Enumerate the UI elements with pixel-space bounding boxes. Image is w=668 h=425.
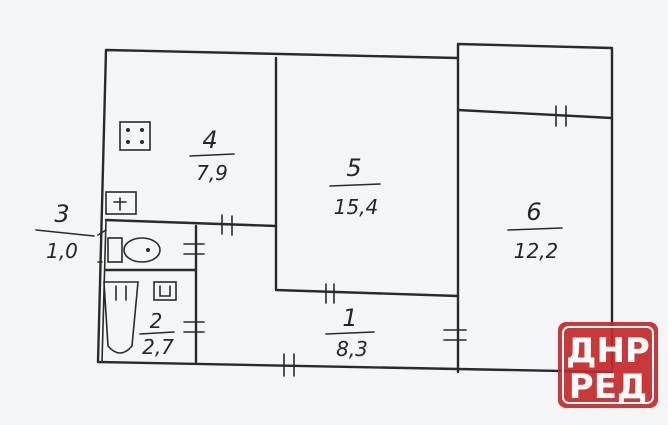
watermark-logo: ДНР РЕД <box>558 322 658 408</box>
room-3-area: 1,0 <box>46 239 78 263</box>
room-2-number: 2 <box>150 309 163 333</box>
room-6-area: 12,2 <box>514 239 559 263</box>
door-marks <box>183 105 567 377</box>
wall-5-bottom <box>274 224 460 298</box>
room-2-label: 2 2,7 <box>139 309 175 359</box>
room-2-area: 2,7 <box>142 335 174 359</box>
watermark-line1: ДНР <box>566 331 650 371</box>
room-5-number: 5 <box>346 154 361 182</box>
stove-icon <box>119 121 151 151</box>
room-5-label: 5 15,4 <box>329 154 381 219</box>
watermark-line2: РЕД <box>569 367 647 407</box>
washbasin-icon <box>153 281 177 301</box>
room-4-number: 4 <box>202 126 217 154</box>
room-1-label: 1 8,3 <box>325 304 375 361</box>
room-4-label: 4 7,9 <box>189 126 235 185</box>
room-1-number: 1 <box>342 304 357 332</box>
wall-4-bottom <box>104 218 278 228</box>
room-5-area: 15,4 <box>334 195 379 219</box>
sink-icon <box>105 191 137 215</box>
room-4-area: 7,9 <box>196 161 228 185</box>
room-1-area: 8,3 <box>336 337 368 361</box>
toilet-icon <box>107 237 161 263</box>
outer-wall <box>96 42 614 374</box>
wall-6-top <box>456 108 614 120</box>
room-3-number: 3 <box>54 200 69 228</box>
room-3-label: 3 1,0 <box>35 200 95 263</box>
bathtub-icon <box>103 281 139 354</box>
room-6-label: 6 12,2 <box>507 198 563 263</box>
room-6-number: 6 <box>526 198 541 226</box>
